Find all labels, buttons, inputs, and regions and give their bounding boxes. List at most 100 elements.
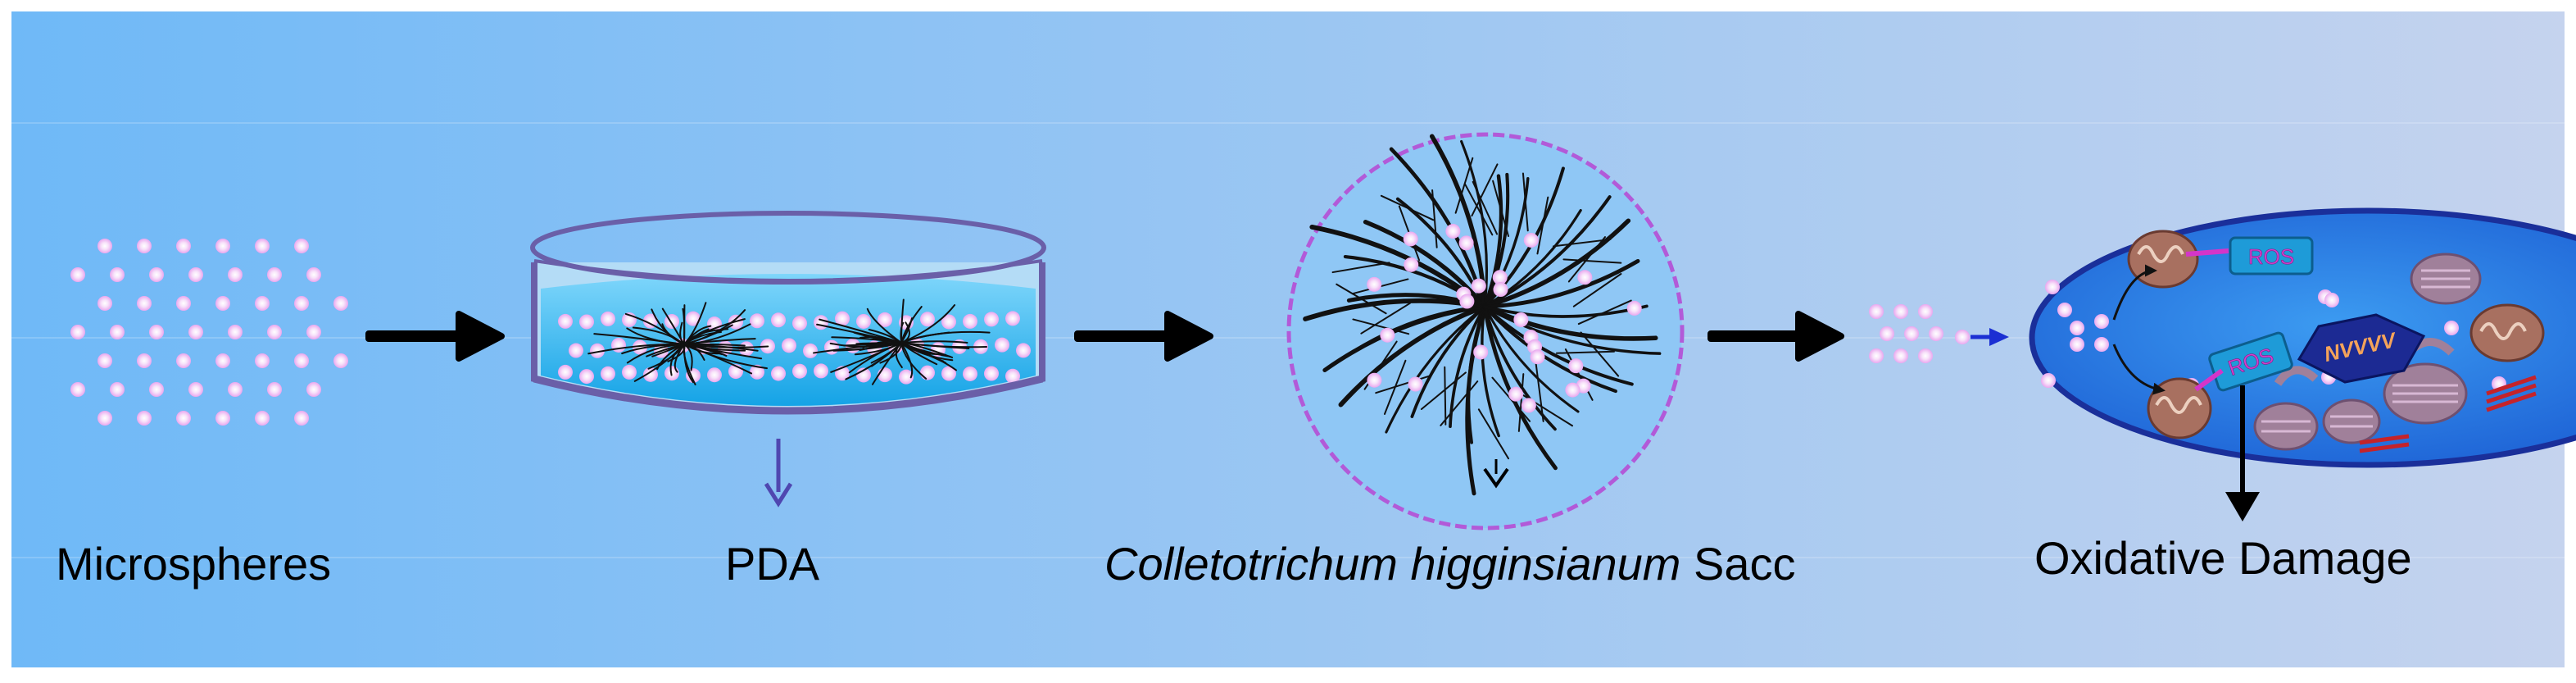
microsphere bbox=[306, 325, 321, 339]
microsphere bbox=[188, 267, 203, 282]
microsphere bbox=[569, 344, 583, 358]
microsphere bbox=[1493, 282, 1508, 297]
ros-pointer bbox=[2186, 251, 2229, 254]
microsphere bbox=[2094, 337, 2109, 352]
microsphere bbox=[255, 353, 270, 368]
ros-box-top: ROS bbox=[2230, 238, 2312, 274]
microsphere bbox=[306, 382, 321, 397]
damaged-mitochondria-icon bbox=[2324, 400, 2379, 443]
microsphere bbox=[1929, 326, 1943, 341]
microsphere bbox=[601, 312, 615, 326]
microsphere bbox=[814, 363, 828, 378]
microsphere bbox=[267, 267, 282, 282]
microsphere bbox=[1513, 312, 1528, 327]
microsphere bbox=[984, 367, 999, 381]
microsphere bbox=[1880, 326, 1894, 341]
microsphere bbox=[267, 325, 282, 339]
microsphere bbox=[137, 296, 152, 311]
mitochondria-icon bbox=[2471, 305, 2543, 361]
microsphere bbox=[255, 411, 270, 426]
microsphere bbox=[1918, 304, 1933, 319]
microsphere bbox=[558, 314, 573, 329]
magnified-hyphae bbox=[1289, 134, 1682, 528]
microsphere bbox=[137, 353, 152, 368]
microsphere bbox=[255, 296, 270, 311]
microsphere bbox=[267, 382, 282, 397]
microsphere bbox=[1005, 311, 1020, 326]
microsphere bbox=[1459, 235, 1474, 250]
mitochondria-icon bbox=[2129, 231, 2197, 287]
microsphere bbox=[2070, 321, 2084, 335]
microsphere bbox=[294, 411, 309, 426]
microsphere bbox=[771, 312, 786, 327]
microsphere bbox=[1918, 348, 1933, 363]
microsphere bbox=[1627, 301, 1642, 316]
microsphere bbox=[579, 369, 594, 384]
microsphere bbox=[137, 239, 152, 253]
microsphere bbox=[2057, 303, 2072, 317]
microsphere bbox=[228, 325, 243, 339]
microsphere bbox=[995, 338, 1009, 353]
microsphere bbox=[228, 267, 243, 282]
microsphere bbox=[149, 325, 164, 339]
ros-label: ROS bbox=[2248, 244, 2294, 269]
microsphere bbox=[1380, 328, 1395, 343]
microsphere bbox=[1530, 349, 1544, 364]
microsphere bbox=[110, 325, 125, 339]
microsphere bbox=[215, 239, 230, 253]
microsphere bbox=[110, 267, 125, 282]
microsphere bbox=[1869, 348, 1884, 363]
microsphere bbox=[70, 325, 85, 339]
microsphere bbox=[920, 312, 935, 326]
microsphere bbox=[176, 353, 191, 368]
microsphere bbox=[814, 315, 828, 330]
microsphere bbox=[771, 367, 786, 381]
microsphere bbox=[333, 353, 348, 368]
microsphere bbox=[1893, 348, 1908, 363]
microsphere bbox=[176, 411, 191, 426]
species-suffix: Sacc bbox=[1680, 538, 1795, 590]
microsphere bbox=[176, 239, 191, 253]
microsphere bbox=[98, 239, 112, 253]
microsphere bbox=[1508, 387, 1523, 402]
microsphere bbox=[963, 314, 977, 329]
microsphere bbox=[963, 367, 977, 381]
microsphere bbox=[228, 382, 243, 397]
microsphere bbox=[782, 338, 796, 353]
microsphere bbox=[70, 382, 85, 397]
microsphere bbox=[1524, 233, 1539, 248]
microsphere bbox=[1016, 343, 1031, 357]
microsphere bbox=[1568, 358, 1583, 373]
microsphere bbox=[558, 365, 573, 380]
microsphere bbox=[920, 366, 935, 380]
microsphere bbox=[1472, 279, 1486, 294]
microsphere bbox=[188, 382, 203, 397]
microsphere bbox=[2094, 314, 2109, 329]
microsphere bbox=[878, 367, 892, 382]
microsphere bbox=[1404, 257, 1418, 272]
microsphere bbox=[294, 353, 309, 368]
caption-fungus: Colletotrichum higginsianum Sacc bbox=[1104, 537, 1796, 590]
microsphere bbox=[601, 367, 615, 381]
microsphere bbox=[1445, 224, 1460, 239]
microsphere bbox=[622, 365, 637, 380]
species-name: Colletotrichum higginsianum bbox=[1104, 538, 1680, 590]
microsphere bbox=[255, 239, 270, 253]
microsphere bbox=[686, 312, 701, 326]
microsphere bbox=[149, 267, 164, 282]
microsphere bbox=[333, 296, 348, 311]
caption-pda: PDA bbox=[725, 537, 819, 590]
microsphere bbox=[1473, 344, 1488, 359]
microsphere bbox=[2324, 293, 2339, 307]
microsphere bbox=[2045, 280, 2060, 294]
microsphere bbox=[98, 353, 112, 368]
damaged-mitochondria-icon bbox=[2411, 254, 2480, 303]
microsphere bbox=[1893, 304, 1908, 319]
microsphere bbox=[984, 312, 999, 326]
caption-oxidative-damage: Oxidative Damage bbox=[2034, 531, 2412, 585]
microsphere bbox=[579, 314, 594, 329]
microsphere bbox=[611, 338, 626, 353]
caption-microspheres: Microspheres bbox=[56, 537, 331, 590]
microsphere bbox=[149, 382, 164, 397]
microsphere bbox=[1904, 326, 1919, 341]
